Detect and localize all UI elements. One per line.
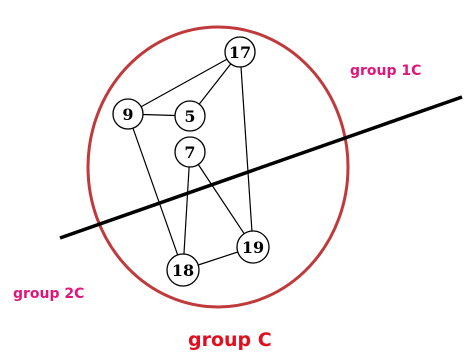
group-1c-label: group 1C (350, 63, 421, 79)
node-label-17: 17 (229, 43, 251, 62)
node-label-9: 9 (122, 105, 133, 124)
node-9: 9 (112, 98, 144, 130)
edge-7-19 (197, 164, 245, 234)
edge-7-18 (183, 166, 190, 255)
node-17: 17 (224, 36, 256, 68)
node-label-19: 19 (242, 238, 264, 257)
edge-5-17 (198, 63, 232, 105)
edge-9-18 (132, 127, 179, 256)
node-label-5: 5 (184, 107, 195, 126)
edge-18-19 (198, 251, 238, 266)
node-label-18: 18 (172, 261, 194, 280)
node-circle-7 (174, 136, 206, 168)
nodes-layer: 17 9 5 7 19 18 (112, 36, 270, 287)
node-label-7: 7 (184, 143, 195, 162)
node-5: 5 (174, 100, 206, 132)
node-circle-9 (112, 98, 144, 130)
node-circle-19 (236, 230, 270, 264)
node-18: 18 (166, 253, 200, 287)
edge-9-5 (142, 113, 176, 117)
edges-layer (132, 58, 253, 266)
node-circle-18 (166, 253, 200, 287)
group-c-label: group C (188, 329, 272, 351)
node-circle-5 (174, 100, 206, 132)
edge-9-17 (140, 58, 228, 108)
group-c-ellipse (86, 25, 350, 309)
cut-line (59, 95, 463, 240)
node-19: 19 (236, 230, 270, 264)
edge-17-19 (240, 66, 253, 232)
node-circle-17 (224, 36, 256, 68)
group-2c-label: group 2C (13, 286, 84, 302)
node-7: 7 (174, 136, 206, 168)
